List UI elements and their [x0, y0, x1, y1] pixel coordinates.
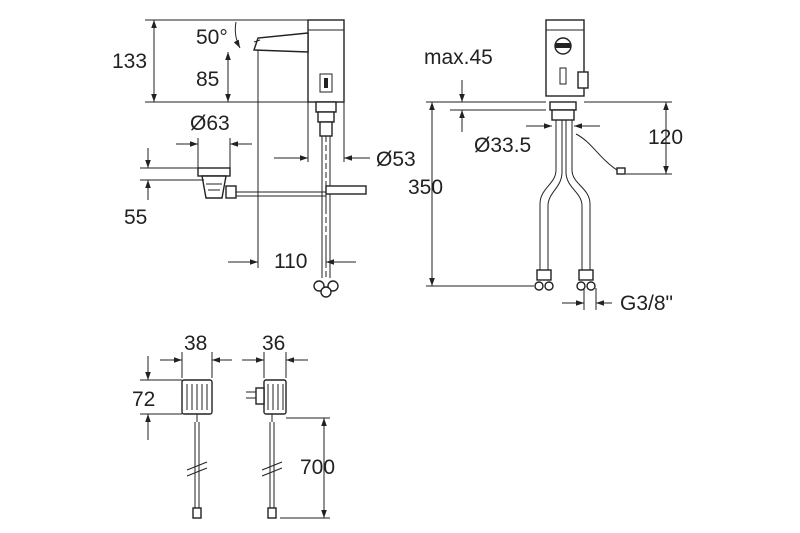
hole-dia-label: Ø33.5	[474, 134, 531, 157]
spout-reach-label: 110	[274, 250, 307, 273]
thread-label: G3/8"	[620, 292, 673, 315]
adapter-front	[181, 379, 213, 519]
hose-length-label: 350	[408, 176, 443, 199]
cable-length-label: 700	[300, 456, 335, 479]
faucet-front-view	[534, 19, 626, 291]
max-deck-label: max.45	[424, 46, 493, 69]
drain-dia-label: Ø63	[190, 112, 230, 135]
cable-offset-label: 120	[648, 126, 683, 149]
body-dia-label: Ø53	[376, 148, 416, 171]
pop-up-drain	[197, 167, 326, 199]
faucet-side-view	[253, 19, 367, 298]
adapter-side	[246, 379, 287, 519]
height-spout-label: 85	[196, 68, 219, 91]
adapter-height-label: 72	[132, 388, 155, 411]
angle-label: 50°	[196, 26, 228, 49]
adapter-width-2-label: 36	[262, 332, 285, 355]
dimension-lines	[140, 19, 672, 519]
adapter-width-1-label: 38	[184, 332, 207, 355]
drain-depth-label: 55	[124, 206, 147, 229]
height-total-label: 133	[112, 50, 147, 73]
